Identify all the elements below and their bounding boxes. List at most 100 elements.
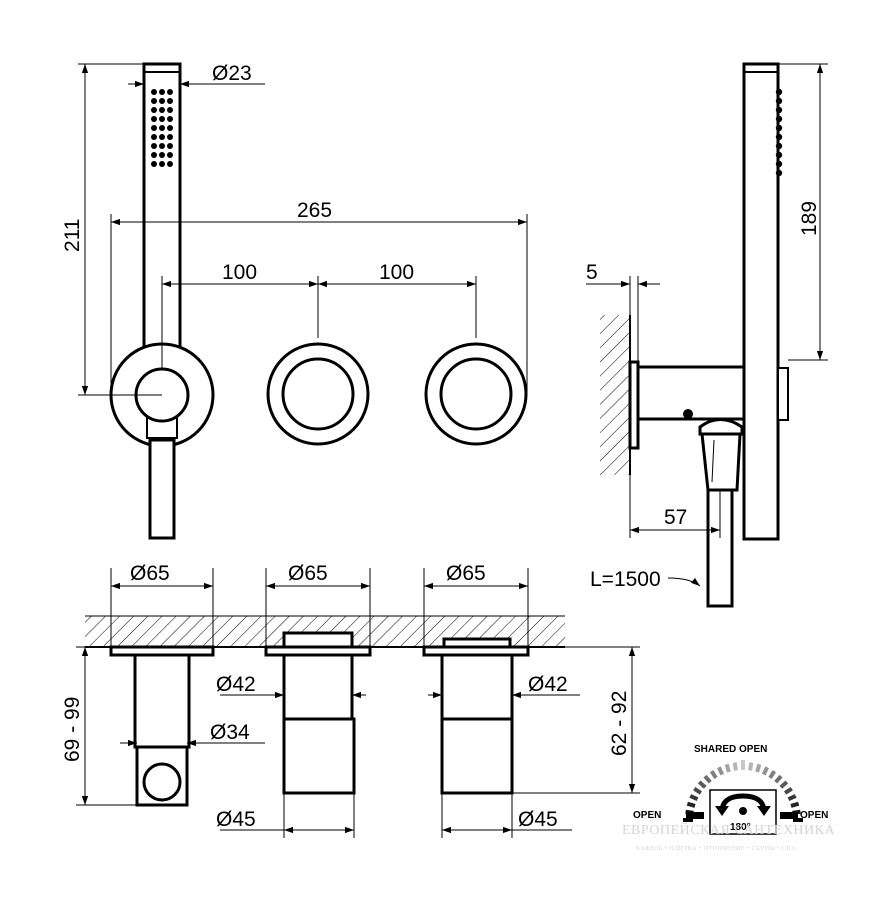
outlet-arm-side [636,365,748,421]
arc-tick [703,774,712,784]
dimension-overall-width: 265 [110,199,528,395]
dimension-wall-plate-thickness: 5 [586,261,660,362]
watermark-title: ЕВРОПЕЙСКАЯ САНТЕХНИКА [622,821,835,838]
dimension-hand-shower-diameter: Ø23 [128,62,265,88]
nozzle-dot [167,134,173,140]
arc-tick [693,786,703,795]
section-unit-middle [264,631,372,795]
dimension-depth-range-right: 62 - 92 [512,646,640,794]
section-unit-left [109,645,215,807]
dimension-outlet-projection: 57 [629,475,721,538]
dimension-sleeve-diameters: Ø45 Ø45 [216,793,572,838]
arc-tick [755,763,762,773]
nozzle-dot [159,152,165,158]
nozzle-dot [167,116,173,122]
rotation-arrow-icon [719,793,767,813]
label-side-shower-height: 189 [798,201,821,236]
arc-tick [768,770,777,780]
arc-tick [774,774,783,784]
label-plate-diameter-2: Ø65 [288,562,328,585]
nozzle-dot [775,169,783,177]
dimension-body-diameters: Ø42 Ø42 [216,673,580,699]
nozzle-dot [167,143,173,149]
nozzle-dot [775,151,783,159]
arc-tick [748,762,754,771]
nozzle-dot [167,89,173,95]
label-body-diameter-left: Ø42 [216,673,256,696]
dimension-outlet-diameter: Ø34 [120,721,265,747]
control-knob-middle [266,342,370,446]
dimension-depth-range-left: 69 - 99 [61,646,162,806]
hose-front [148,438,176,540]
wall-section-side [600,315,630,475]
label-rotation-180: 180° [730,822,751,833]
watermark: ЕВРОПЕЙСКАЯ САНТЕХНИКА КАФЕЛЬ • ПЛИТКА •… [622,821,835,852]
label-overall-width: 265 [297,199,332,222]
label-open-right: OPEN [800,810,828,821]
label-spacing-right: 100 [379,261,414,284]
arc-tick [783,786,793,795]
label-body-diameter-right: Ø42 [528,673,568,696]
control-knob-right [424,342,528,446]
arc-tick [779,780,789,789]
nozzle-dot [151,98,157,104]
nozzle-dot [775,97,783,105]
nozzle-dot [167,98,173,104]
nozzle-dot [151,152,157,158]
nozzle-dot [159,107,165,113]
nozzle-dot [159,89,165,95]
arc-tick [689,794,699,802]
nozzle-dot [151,134,157,140]
shower-nozzle-dots [151,89,173,167]
nozzle-dot [775,142,783,150]
arc-tick [787,794,797,802]
nozzle-dot [775,124,783,132]
dimension-spacing: 100 100 [161,261,477,370]
dimension-hand-shower-height: 211 [61,63,162,396]
dimension-hose-length: L=1500 [590,568,701,591]
dimension-plate-diameters: Ø65 Ø65 Ø65 [110,562,529,647]
nozzle-dot [151,143,157,149]
nozzle-dot [775,106,783,114]
nozzle-dot [167,125,173,131]
label-shared-open: SHARED OPEN [694,744,767,755]
hose-connector-side [698,418,744,436]
label-hose-length: L=1500 [590,568,661,591]
nozzle-dot [159,161,165,167]
front-view: Ø23 211 265 100 100 [61,62,528,540]
label-wall-plate-thickness: 5 [586,261,598,284]
arc-tick [686,801,696,808]
label-outlet-projection: 57 [664,506,687,529]
nozzle-dot [159,125,165,131]
label-open-left: OPEN [633,810,661,821]
section-view: Ø65 Ø65 Ø65 Ø42 Ø42 Ø34 [61,562,640,838]
label-sleeve-diameter-right: Ø45 [518,808,558,831]
section-unit-right [422,637,530,795]
dimension-side-shower-height: 189 [778,63,828,361]
label-depth-range-left: 69 - 99 [61,697,84,762]
arc-tick [717,766,725,776]
label-spacing-left: 100 [222,261,257,284]
label-plate-diameter-3: Ø65 [446,562,486,585]
handle-rotation-diagram: SHARED OPEN OPEN OPEN 180° [633,744,828,835]
nozzle-dot [151,107,157,113]
nozzle-dot [151,125,157,131]
shower-nozzle-side [775,88,783,177]
nozzle-dot [159,116,165,122]
label-plate-diameter-1: Ø65 [130,562,170,585]
label-hand-shower-diameter: Ø23 [212,62,252,85]
nozzle-dot [775,133,783,141]
nozzle-dot [775,88,783,96]
arc-tick [732,762,738,771]
nozzle-dot [159,98,165,104]
arc-tick [790,801,800,808]
nozzle-dot [775,160,783,168]
side-view: 5 189 57 L=1500 [586,62,828,608]
label-hand-shower-height: 211 [61,219,84,252]
nozzle-dot [151,161,157,167]
arc-tick [761,766,769,776]
arc-tick [709,770,718,780]
nozzle-dot [151,116,157,122]
nozzle-dot [151,89,157,95]
